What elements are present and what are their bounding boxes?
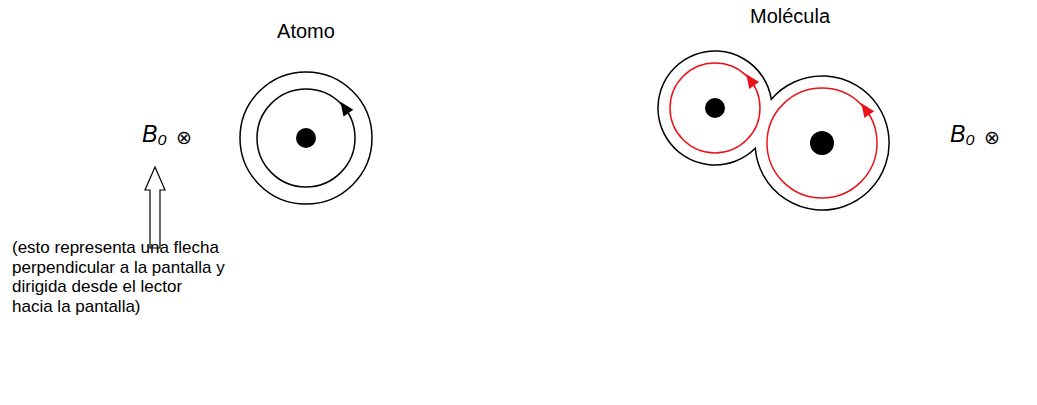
molecule-drawing <box>640 5 896 217</box>
node-title: Molécula <box>750 5 830 28</box>
hollow-arrow <box>145 167 165 248</box>
molecule-node: Molécula <box>640 5 896 217</box>
atom-drawing <box>236 20 376 212</box>
into-page-symbol: ⊗ <box>984 126 1000 148</box>
node-title: Atomo <box>277 20 335 43</box>
into-page-symbol: ⊗ <box>176 126 192 148</box>
field-symbol: B₀ <box>950 121 975 148</box>
atom-node: Atomo <box>236 20 376 212</box>
note: (esto representa una flecha perpendicula… <box>12 238 227 316</box>
field-symbol: B₀ <box>142 121 167 148</box>
